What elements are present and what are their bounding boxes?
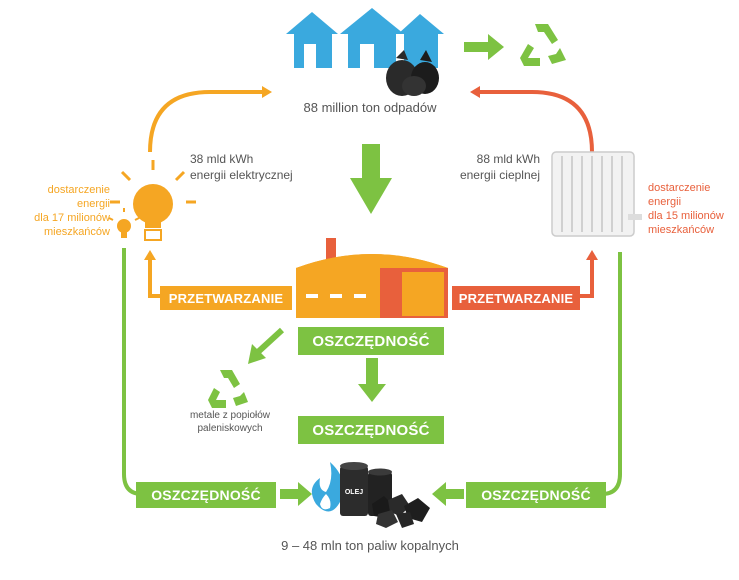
left-supply-line4: mieszkańców — [43, 226, 110, 238]
houses-icon — [286, 8, 444, 68]
left-up-arrow — [144, 250, 162, 298]
arrow-to-metals — [248, 327, 285, 364]
left-arrow-to-fuels — [280, 482, 312, 506]
radiator-icon — [551, 151, 642, 237]
savings-box-1: OSZCZĘDNOŚĆ — [298, 327, 444, 355]
barrel-label: OLEJ — [345, 489, 363, 496]
savings-box-3: OSZCZĘDNOŚĆ — [136, 482, 276, 508]
recycle-icon-middle — [208, 370, 248, 408]
process-right-box: PRZETWARZANIE — [452, 286, 580, 310]
metals-label-line1: metale z popiołów — [189, 410, 271, 421]
flame-icon — [311, 462, 344, 512]
arrow-to-recycle-icon — [464, 34, 504, 60]
coal-icon — [372, 494, 430, 528]
right-supply-line3: dla 15 milionów — [648, 210, 724, 222]
savings-box-4: OSZCZĘDNOŚĆ — [466, 482, 606, 508]
small-lightbulb-icon — [108, 208, 140, 238]
left-green-line — [122, 248, 143, 496]
top-left-arrow — [148, 86, 272, 153]
right-supply-line4: mieszkańców — [648, 224, 715, 236]
garbage-bags-icon — [386, 50, 439, 96]
center-down-arrow-2 — [358, 358, 386, 402]
left-supply-line2: energii — [76, 198, 110, 210]
right-supply-line2: energii — [648, 196, 682, 208]
fuels-label: 9 – 48 mln ton paliw kopalnych — [281, 538, 459, 553]
electric-unit: energii elektrycznej — [190, 168, 293, 182]
heat-unit: energii cieplnej — [459, 168, 540, 182]
heat-value: 88 mld kWh — [476, 152, 540, 166]
metals-label-line2: paleniskowych — [197, 423, 263, 434]
factory-icon — [296, 238, 448, 318]
left-supply-line3: dla 17 milionów — [34, 212, 110, 224]
right-arrow-to-fuels — [432, 482, 464, 506]
savings-box-2: OSZCZĘDNOŚĆ — [298, 416, 444, 444]
lightbulb-icon — [110, 160, 196, 241]
right-supply-line1: dostarczenie — [648, 182, 711, 194]
top-right-arrow — [470, 86, 594, 153]
electric-value: 38 mld kWh — [190, 152, 254, 166]
center-down-arrow — [350, 144, 392, 214]
recycle-icon-top — [520, 24, 566, 66]
process-left-box: PRZETWARZANIE — [160, 286, 292, 310]
right-up-arrow — [578, 250, 598, 298]
waste-label: 88 million ton odpadów — [303, 100, 437, 115]
left-supply-line1: dostarczenie — [47, 184, 110, 196]
right-green-line — [601, 252, 622, 496]
